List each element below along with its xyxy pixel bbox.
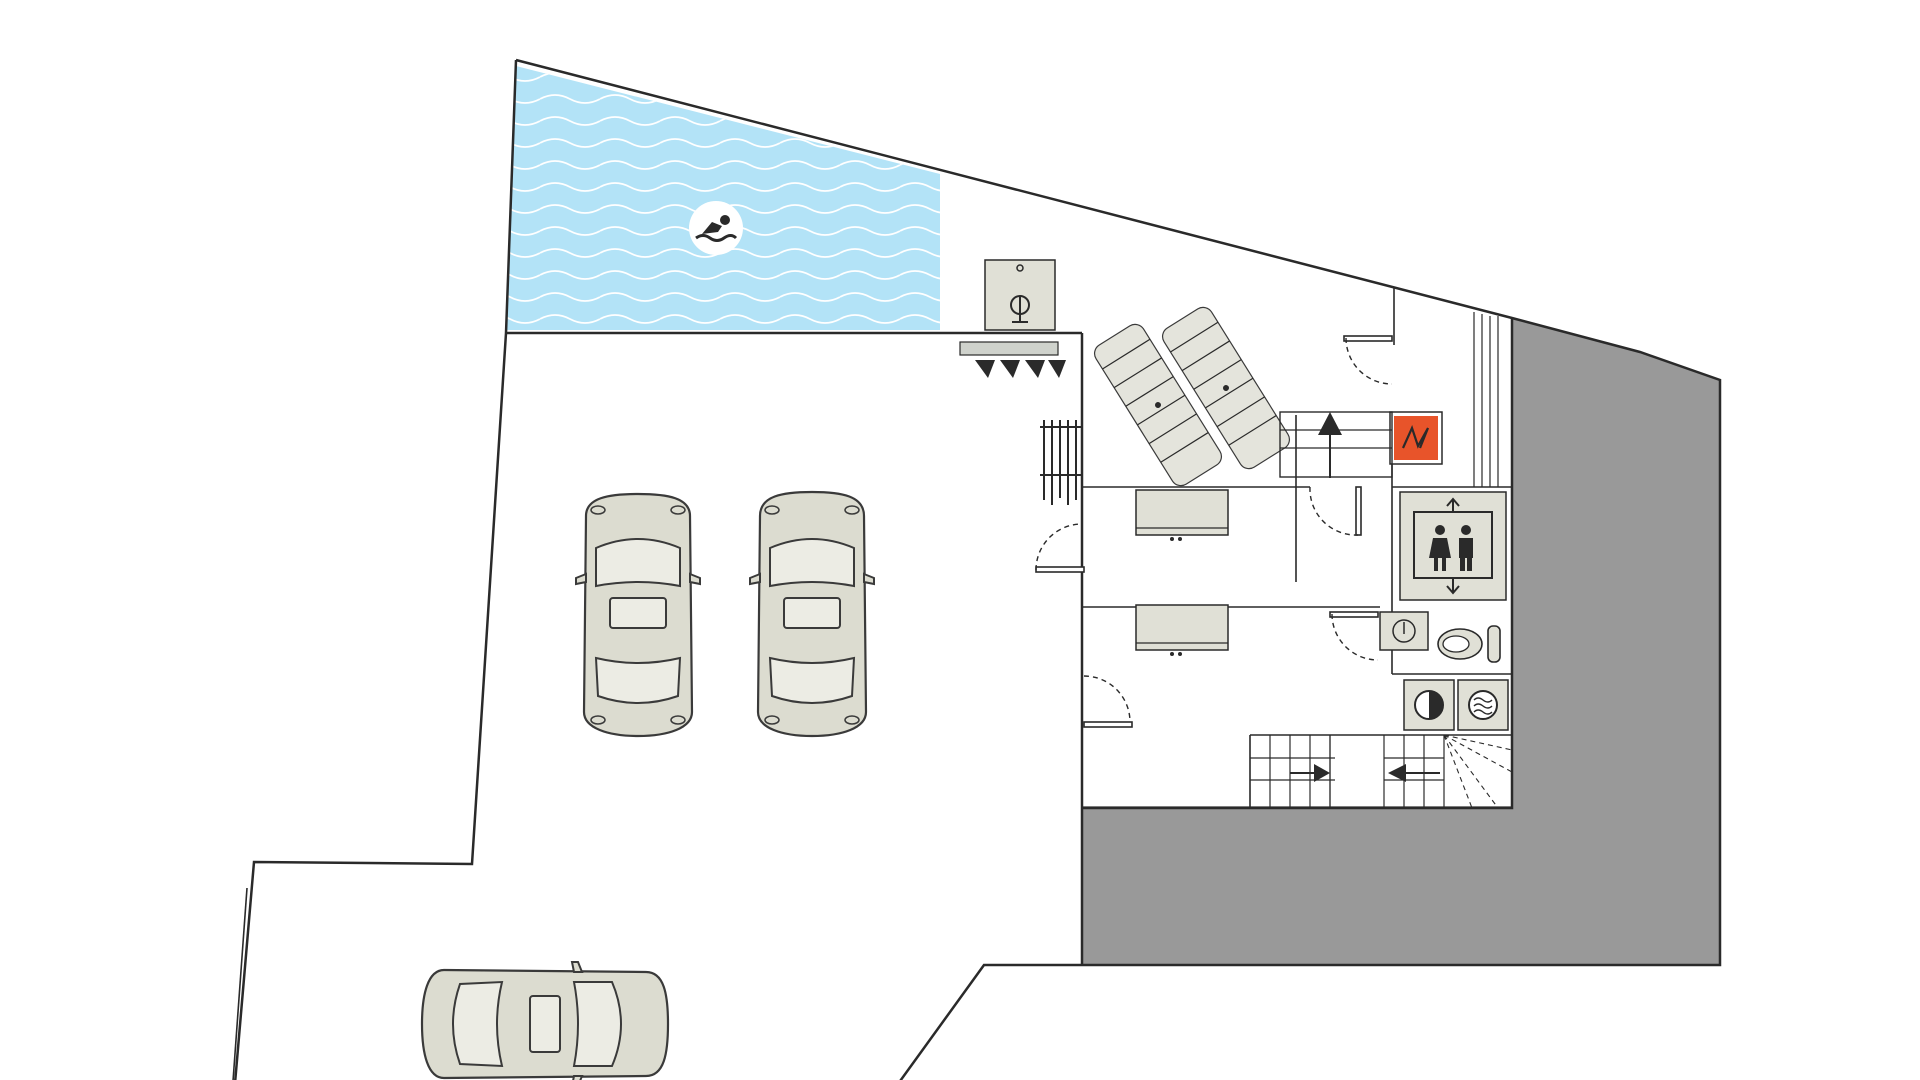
sun-lounger [1093,323,1223,487]
neighbouring-building [1082,318,1720,965]
sun-lounger [1161,306,1291,470]
site-boundary [234,58,1722,1080]
elevator-icon [1413,497,1493,595]
car [420,961,670,1080]
stair-arrow-icon [1290,764,1330,782]
door [1329,611,1379,661]
boundary-double-line [232,887,248,1080]
car [575,492,701,738]
swimming-pool [506,66,940,330]
ski-rack-icon [1040,420,1082,505]
dryer [1403,679,1455,731]
bed [1135,489,1229,541]
electrical-panel [1389,411,1443,465]
door [1035,523,1085,573]
washing-machine [1457,679,1509,731]
ski-boot-dryer [959,341,1066,378]
stairs [1250,734,1513,809]
house-outline [1082,318,1514,810]
pool-waves [506,66,940,330]
outdoor-shower [984,259,1056,331]
dryer-icon [1414,690,1444,720]
elevator [1399,491,1507,601]
sink [1379,611,1429,651]
ski-boot-dryer-icon [975,360,1066,378]
outdoor-shower-icon [1010,295,1030,323]
slatted-wall [1473,312,1499,487]
door [1343,335,1393,385]
car [749,490,875,738]
door [1309,486,1362,536]
door [1083,675,1133,728]
toilet-icon [1437,625,1501,663]
stair-arrow-icon [1279,411,1393,478]
winder-steps [1443,734,1513,809]
bed [1135,604,1229,656]
washing-machine-icon [1468,690,1498,720]
swimmer-icon [695,215,738,242]
electrical-panel-icon [1401,424,1430,449]
stair-arrow-icon [1388,764,1440,782]
